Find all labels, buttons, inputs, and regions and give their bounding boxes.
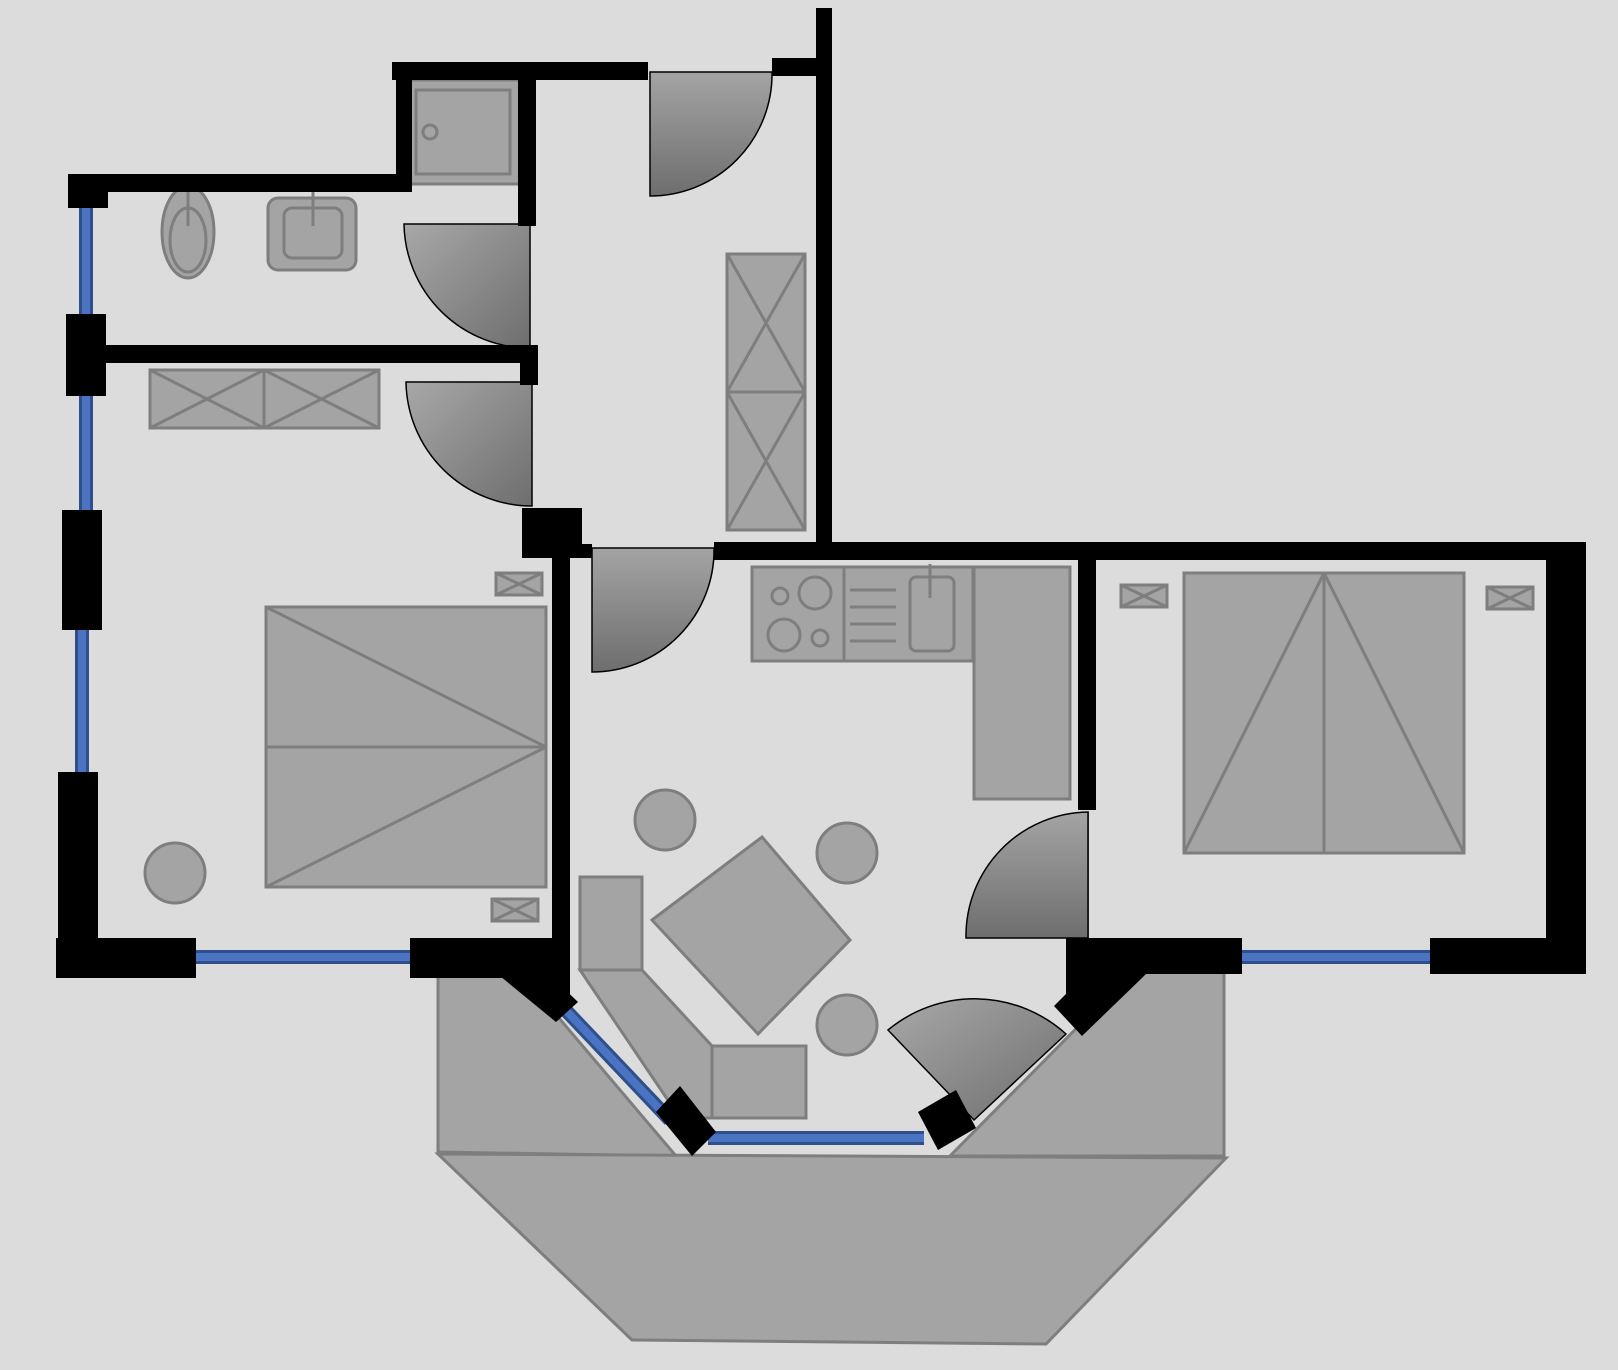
wardrobe-icon xyxy=(148,368,381,430)
kitchen-sink-icon xyxy=(908,564,956,653)
sofa-icon xyxy=(577,875,808,1120)
washbasin-icon xyxy=(266,190,358,272)
double-bed-icon xyxy=(1182,571,1466,855)
balcony-floor xyxy=(434,1152,1230,1346)
bedroom xyxy=(143,571,548,923)
cooktop-icon xyxy=(766,567,846,661)
door-swing-icon xyxy=(403,223,531,349)
shower-icon xyxy=(404,78,522,186)
windows xyxy=(75,206,1430,1145)
kitchen xyxy=(750,564,1072,801)
double-bed-icon xyxy=(264,605,548,889)
living-area xyxy=(577,788,879,1120)
door-swing-icon xyxy=(405,381,533,507)
drainboard-icon xyxy=(850,567,975,661)
window-icon xyxy=(550,995,676,1125)
door-swing-icon xyxy=(591,547,715,673)
door-swing-icon xyxy=(649,71,773,197)
chair-icon xyxy=(633,788,697,852)
nightstand-icon xyxy=(1485,585,1535,611)
balcony xyxy=(434,956,1230,1346)
nightstand-icon xyxy=(494,571,544,597)
kitchen-counter-leg xyxy=(972,565,1072,801)
nightstand-icon xyxy=(1119,583,1169,609)
stool-icon xyxy=(143,841,207,905)
chair-icon xyxy=(815,993,879,1057)
chair-icon xyxy=(815,821,879,885)
doors xyxy=(403,71,1089,1122)
nightstand-icon xyxy=(490,897,540,923)
door-swing-icon xyxy=(886,998,1068,1122)
toilet-icon xyxy=(160,184,216,280)
second-bedroom xyxy=(1119,571,1535,855)
hallway-wardrobe-icon xyxy=(725,252,807,532)
walls xyxy=(56,8,1586,1156)
dining-table-icon xyxy=(649,834,853,1037)
door-swing-icon xyxy=(965,811,1089,939)
